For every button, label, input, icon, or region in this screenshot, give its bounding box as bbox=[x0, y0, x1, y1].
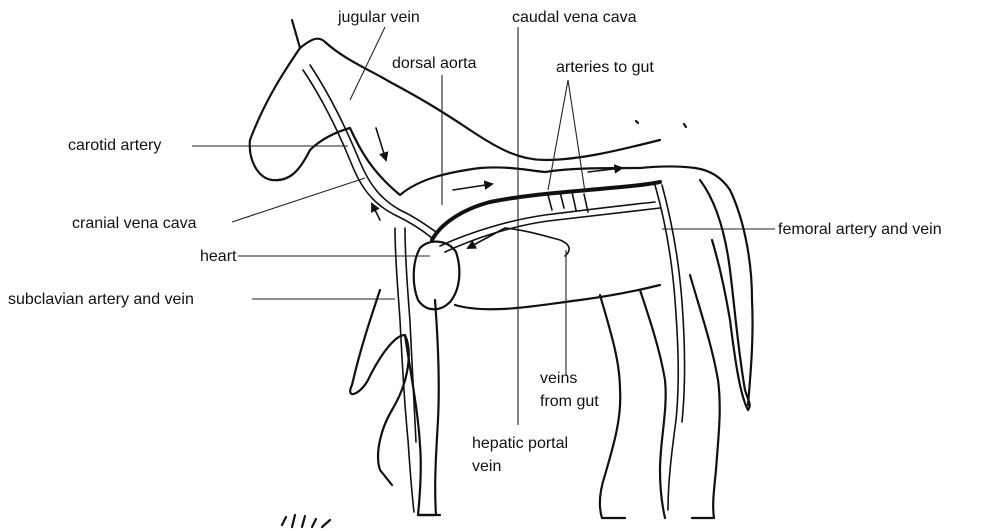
label-carotid-artery: carotid artery bbox=[68, 137, 161, 154]
leader-lines bbox=[192, 27, 775, 425]
label-hepatic-portal-vein-line1: hepatic portal bbox=[472, 435, 568, 452]
label-subclavian-artery-and-vein: subclavian artery and vein bbox=[8, 291, 194, 308]
heart-shape bbox=[414, 242, 460, 310]
label-heart: heart bbox=[200, 248, 237, 265]
label-caudal-vena-cava: caudal vena cava bbox=[512, 9, 637, 26]
label-femoral-artery-and-vein: femoral artery and vein bbox=[778, 221, 942, 238]
label-cranial-vena-cava: cranial vena cava bbox=[72, 215, 197, 232]
label-hepatic-portal-vein-line2: vein bbox=[472, 458, 501, 475]
label-dorsal-aorta: dorsal aorta bbox=[392, 55, 477, 72]
label-veins-from-gut-line1: veins bbox=[540, 370, 577, 387]
dorsal-aorta-vessel bbox=[432, 182, 660, 240]
label-veins-from-gut-line2: from gut bbox=[540, 393, 599, 410]
label-jugular-vein: jugular vein bbox=[337, 9, 420, 26]
labels: jugular vein caudal vena cava dorsal aor… bbox=[8, 9, 942, 475]
label-arteries-to-gut: arteries to gut bbox=[556, 59, 654, 76]
